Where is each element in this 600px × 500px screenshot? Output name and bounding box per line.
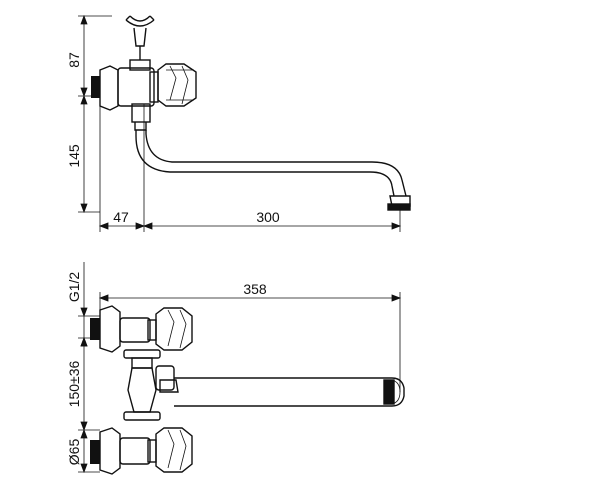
long-spout [174, 377, 405, 407]
dim-height-upper-label: 87 [66, 52, 82, 68]
dim-total-length-label: 358 [243, 281, 267, 297]
shower-hook [125, 15, 155, 60]
height-dimension-lines [78, 14, 112, 214]
valve-handle-top [149, 63, 197, 107]
mixer-body [117, 59, 155, 131]
wall-flange [91, 65, 119, 111]
bottom-view: 358 G1/2 150±36 Ø65 [66, 262, 405, 475]
dim-spout-length-label: 300 [256, 209, 280, 225]
dim-thread-label: G1/2 [66, 272, 82, 303]
dim-offset-label: 47 [113, 209, 129, 225]
dim-flange-diameter-label: Ø65 [66, 439, 82, 466]
dim-height-lower-label: 145 [66, 144, 82, 168]
lower-inlet [90, 427, 193, 475]
top-view: 87 145 [66, 14, 411, 232]
dim-center-distance-label: 150±36 [66, 360, 82, 407]
swivel-spout [135, 130, 411, 211]
upper-inlet [90, 305, 193, 353]
left-vertical-dimension-lines [78, 262, 100, 474]
horizontal-dimension-lines [98, 206, 402, 232]
total-length-dimension-lines [98, 292, 402, 392]
central-body [123, 349, 179, 421]
